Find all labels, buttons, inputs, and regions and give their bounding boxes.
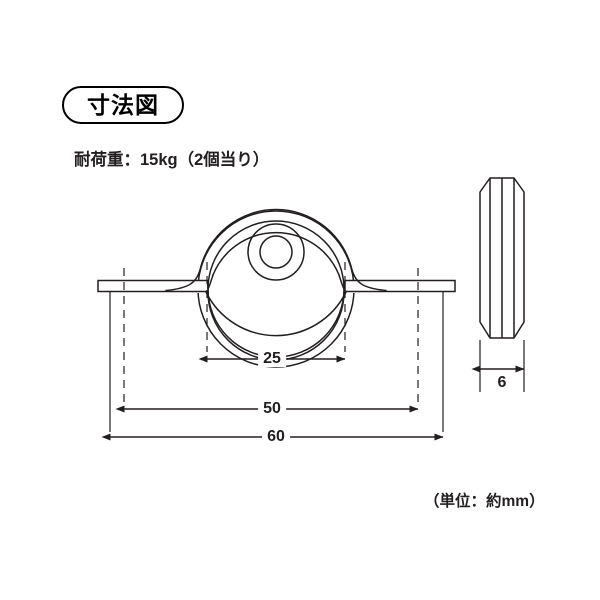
load-rating-text: 耐荷重：15kg（2個当り） [74, 151, 270, 169]
title-badge-label: 寸法図 [87, 91, 159, 118]
plate-left-wing [97, 279, 209, 293]
flank-left-outer [165, 269, 201, 292]
dimension-value-60: 60 [262, 429, 290, 445]
dimension-side [471, 340, 525, 392]
dimension-value-50: 50 [258, 401, 286, 417]
dimension-value-25: 25 [258, 351, 286, 367]
unit-note-text: （単位：約mm） [424, 493, 545, 510]
wheel-outer-circle [197, 210, 355, 368]
front-view-group [197, 210, 355, 368]
hub-outer-circle [247, 223, 305, 281]
wheel-bottom-outer-arc [205, 291, 347, 337]
hub-bore-circle [259, 235, 293, 269]
plate-right-wing [344, 279, 456, 293]
dimension-value-6: 6 [492, 375, 512, 391]
extension-lines-front [109, 262, 444, 432]
wheel-groove-circle [207, 220, 345, 358]
dimension-lines-front [101, 355, 444, 441]
mounting-plate [97, 279, 456, 293]
side-view-group [479, 177, 525, 339]
title-badge: 寸法図 [62, 86, 184, 124]
wheel-crown-outer-arc [199, 208, 353, 271]
flank-right-outer [351, 269, 387, 292]
wheel-crown-groove-arc [212, 231, 340, 276]
